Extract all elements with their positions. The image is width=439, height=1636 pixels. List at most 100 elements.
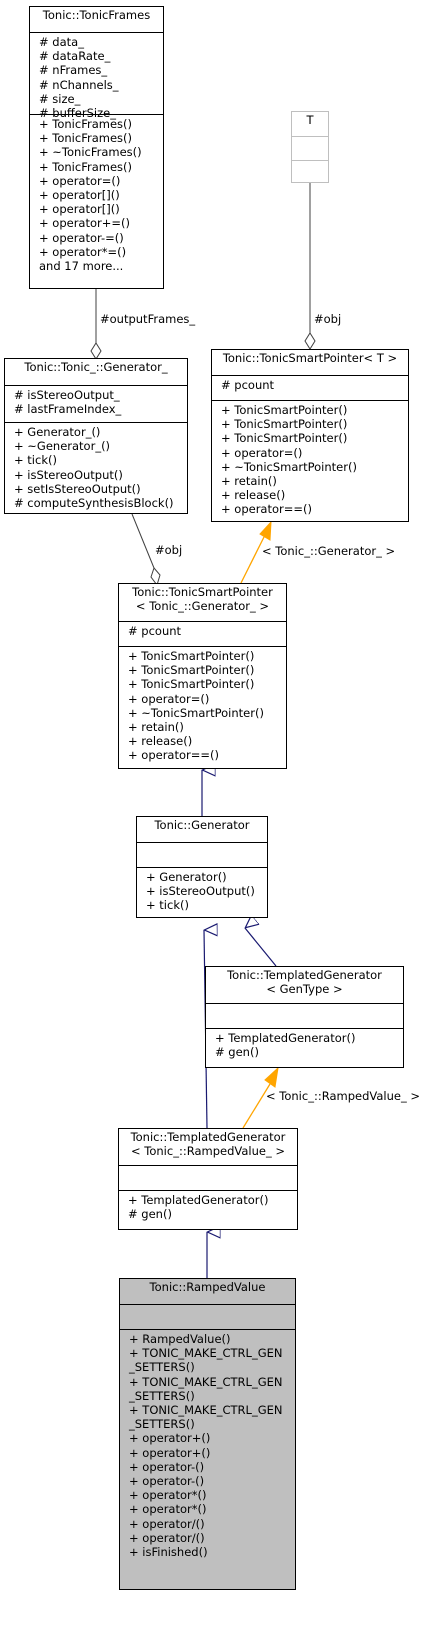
class-attribute: # bufferSize_ [39,106,116,121]
class-attribute: # size_ [39,91,81,106]
class-method: + setIsStereoOutput() [14,481,141,496]
class-method: + operator=() [128,691,210,706]
class-method: + TonicSmartPointer() [221,403,348,417]
class-method: + RampedValue() [129,1332,231,1346]
class-generator-internal[interactable]: Tonic::Tonic_::Generator_# isStereoOutpu… [4,358,188,514]
class-method: + TONIC_MAKE_CTRL_GEN [129,1374,283,1389]
class-method: and 17 more... [39,259,124,274]
methods-compartment: + Generator()+ isStereoOutput()+ tick() [137,867,267,913]
class-method: _SETTERS() [129,1388,195,1403]
methods-compartment: + TonicFrames()+ TonicFrames()+ ~TonicFr… [30,114,163,273]
class-title-line: < Tonic_::RampedValue_ > [131,1144,285,1159]
class-title-line: Tonic::Tonic_::Generator_ [24,360,168,374]
class-method: _SETTERS() [129,1360,195,1375]
class-attribute: # data_ [39,35,84,49]
class-method: + operator=() [39,173,121,188]
class-title: Tonic::TemplatedGenerator< GenType > [206,967,403,996]
class-method: + TonicSmartPointer() [221,417,348,432]
class-method: + operator-() [129,1474,205,1489]
class-title-line: Tonic::TonicSmartPointer [132,585,273,599]
class-method: + operator-=() [39,230,124,245]
class-attribute: # lastFrameIndex_ [14,402,122,417]
methods-compartment: + TemplatedGenerator()# gen() [206,1028,403,1059]
methods-compartment: + TonicSmartPointer()+ TonicSmartPointer… [119,646,286,763]
class-method: + operator+() [129,1445,211,1460]
class-tonicframes[interactable]: Tonic::TonicFrames# data_# dataRate_# nF… [29,6,164,289]
class-method: + retain() [128,720,184,735]
attributes-compartment: # data_# dataRate_# nFrames_# nChannels_… [30,32,163,120]
class-method: + ~TonicSmartPointer() [221,459,357,474]
attributes-compartment: # pcount [212,375,408,392]
class-title: Tonic::RampedValue [120,1279,295,1294]
class-title: T [292,112,328,127]
class-method: + operator==() [221,502,312,517]
class-attribute: # nChannels_ [39,77,119,92]
class-method: + operator==() [128,748,219,763]
attributes-compartment [292,136,328,139]
class-method: + TonicFrames() [39,117,132,131]
class-title: Tonic::Generator [137,817,267,832]
class-title-line: < GenType > [266,982,343,997]
class-rampedvalue[interactable]: Tonic::RampedValue+ RampedValue()+ TONIC… [119,1278,296,1590]
class-method: + isFinished() [129,1545,208,1560]
class-method: + operator*() [129,1488,207,1503]
class-method: + TONIC_MAKE_CTRL_GEN [129,1346,283,1361]
template-instance-edge-generator [240,520,272,584]
methods-compartment: + Generator_()+ ~Generator_()+ tick()+ i… [5,422,187,510]
class-attribute: # pcount [221,378,275,392]
class-method: + tick() [146,898,189,913]
edge-label-bind-ramped: < Tonic_::RampedValue_ > [266,1089,420,1103]
class-method: + operator*=() [39,244,127,259]
template-instance-edge-ramped [242,1066,279,1129]
methods-compartment: + RampedValue()+ TONIC_MAKE_CTRL_GEN_SET… [120,1329,295,1559]
class-method: # gen() [128,1207,172,1222]
class-method: _SETTERS() [129,1417,195,1432]
class-method: + release() [221,488,286,503]
class-method: + TonicSmartPointer() [128,677,255,692]
edge-label-obj-t: #obj [314,312,342,326]
class-attribute: # dataRate_ [39,49,111,64]
class-title-line: Tonic::TemplatedGenerator [130,1130,286,1144]
class-method: + operator/() [129,1530,205,1545]
class-method: # gen() [215,1045,259,1060]
attributes-compartment [119,1165,297,1168]
class-title-line: Tonic::TemplatedGenerator [227,968,382,982]
inheritance-edge-templated-gentype [245,928,277,967]
class-title-line: < Tonic_::Generator_ > [135,599,270,614]
class-method: + TonicFrames() [39,131,132,146]
class-title-line: Tonic::TonicSmartPointer< T > [222,351,398,365]
class-title: Tonic::TonicFrames [30,7,163,22]
class-method: + tick() [14,453,57,468]
class-method: + ~TonicSmartPointer() [128,705,264,720]
class-title: Tonic::TonicSmartPointer< T > [212,350,408,365]
class-t[interactable]: T [291,111,329,183]
class-templated-generator-gentype[interactable]: Tonic::TemplatedGenerator< GenType >+ Te… [205,966,404,1068]
edge-label-outputframes: #outputFrames_ [100,312,196,326]
class-smartpointer-t[interactable]: Tonic::TonicSmartPointer< T ># pcount+ T… [211,349,409,522]
class-title-line: T [306,113,314,127]
class-method: + TonicSmartPointer() [221,431,348,446]
attributes-compartment [206,1003,403,1006]
class-smartpointer-generator[interactable]: Tonic::TonicSmartPointer< Tonic_::Genera… [118,583,287,769]
class-attribute: # pcount [128,624,182,638]
class-method: + isStereoOutput() [146,884,255,899]
class-method: + retain() [221,474,277,489]
composition-edge-obj-t [304,183,316,350]
class-templated-generator-ramped[interactable]: Tonic::TemplatedGenerator< Tonic_::Rampe… [118,1128,298,1230]
class-title-line: Tonic::Generator [154,818,250,832]
attributes-compartment [137,842,267,845]
class-method: + operator/() [129,1516,205,1531]
class-title: Tonic::Tonic_::Generator_ [5,359,187,374]
class-method: + operator+() [129,1431,211,1446]
class-method: + release() [128,734,193,749]
class-generator[interactable]: Tonic::Generator+ Generator()+ isStereoO… [136,816,268,918]
class-attribute: # isStereoOutput_ [14,388,120,402]
class-method: + Generator() [146,870,227,884]
class-title: Tonic::TemplatedGenerator< Tonic_::Rampe… [119,1129,297,1158]
class-method: + TemplatedGenerator() [215,1031,356,1045]
class-method: + TonicSmartPointer() [128,649,255,663]
class-method: + TonicSmartPointer() [128,663,255,678]
class-method: + ~TonicFrames() [39,145,142,160]
class-method: + TONIC_MAKE_CTRL_GEN [129,1403,283,1418]
class-method: + operator-() [129,1459,205,1474]
